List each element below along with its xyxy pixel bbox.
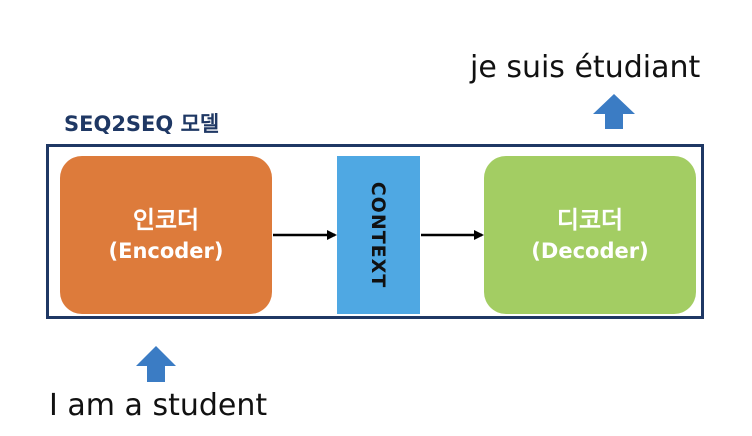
encoder-name: 인코더 — [132, 206, 200, 234]
context-block — [337, 156, 420, 314]
input-up-arrow-icon — [136, 346, 176, 382]
encoder-block: 인코더 (Encoder) — [60, 156, 272, 314]
encoder-subtitle: (Encoder) — [108, 239, 224, 263]
model-title: SEQ2SEQ 모델 — [64, 112, 220, 136]
input-sentence: I am a student — [49, 388, 268, 423]
decoder-name: 디코더 — [556, 206, 624, 234]
decoder-block: 디코더 (Decoder) — [484, 156, 696, 314]
output-sentence: je suis étudiant — [470, 50, 701, 85]
seq2seq-model-frame — [46, 144, 704, 319]
decoder-subtitle: (Decoder) — [531, 239, 649, 263]
output-up-arrow-icon — [593, 94, 635, 129]
